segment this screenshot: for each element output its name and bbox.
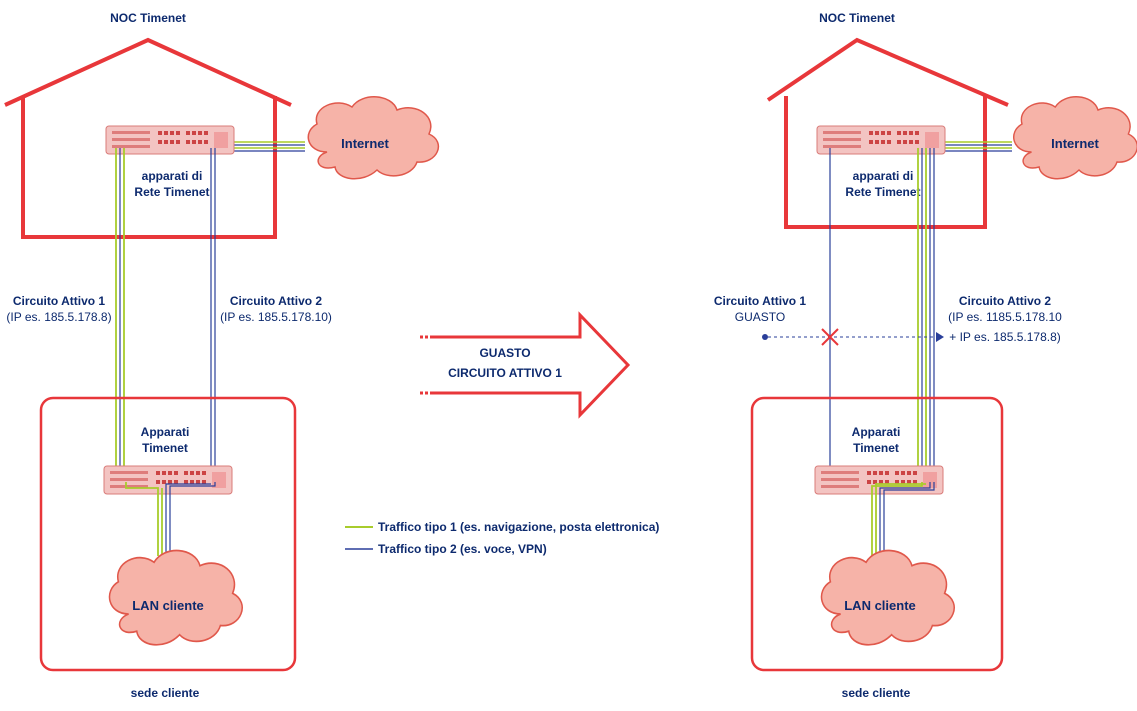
- lan-cloud: LAN cliente: [820, 549, 956, 646]
- left-scene: NOC Timenet Internet apparati di Rete Ti…: [4, 11, 440, 700]
- internet-cloud: Internet: [1012, 96, 1137, 180]
- circuit-1-title: Circuito Attivo 1: [13, 294, 106, 308]
- circuit-1-detail: (IP es. 185.5.178.8): [6, 310, 111, 324]
- client-devices-line1: Apparati: [852, 425, 901, 439]
- client-site-box: [39, 396, 297, 672]
- lan-label: LAN cliente: [132, 598, 204, 613]
- internet-links: [938, 141, 1012, 152]
- circuit-1-title: Circuito Attivo 1: [714, 294, 807, 308]
- circuit-2-title: Circuito Attivo 2: [230, 294, 323, 308]
- client-devices-line1: Apparati: [141, 425, 190, 439]
- noc-house-frame: [766, 37, 1009, 229]
- site-label: sede cliente: [131, 686, 200, 700]
- circuit-2-title: Circuito Attivo 2: [959, 294, 1052, 308]
- circuit-2-detail-extra: + IP es. 185.5.178.8): [949, 330, 1061, 344]
- network-devices-line1: apparati di: [853, 169, 914, 183]
- circuit-1-lines: [115, 148, 125, 478]
- circuit-2-lines: [917, 148, 935, 478]
- internet-links: [230, 141, 305, 152]
- failure-arrow: GUASTO CIRCUITO ATTIVO 1: [420, 311, 631, 419]
- legend-traffic-2: Traffico tipo 2 (es. voce, VPN): [378, 542, 547, 556]
- failure-x-icon: [821, 328, 839, 346]
- client-devices-line2: Timenet: [853, 441, 899, 455]
- internet-cloud: Internet: [307, 96, 440, 180]
- internet-label: Internet: [1051, 136, 1099, 151]
- lan-links: [871, 482, 935, 556]
- lan-label: LAN cliente: [844, 598, 916, 613]
- failure-line1: GUASTO: [479, 346, 530, 360]
- noc-title: NOC Timenet: [110, 11, 186, 25]
- circuit-1-status: GUASTO: [735, 310, 785, 324]
- lan-cloud: LAN cliente: [108, 549, 244, 646]
- legend-traffic-1: Traffico tipo 1 (es. navigazione, posta …: [378, 520, 659, 534]
- circuit-2-lines: [210, 148, 216, 478]
- circuit-2-detail: (IP es. 1185.5.178.10: [948, 310, 1062, 324]
- circuit-2-detail: (IP es. 185.5.178.10): [220, 310, 332, 324]
- network-devices-line1: apparati di: [142, 169, 203, 183]
- internet-label: Internet: [341, 136, 389, 151]
- client-devices-line2: Timenet: [142, 441, 188, 455]
- network-devices-line2: Rete Timenet: [845, 185, 920, 199]
- network-devices-line2: Rete Timenet: [134, 185, 209, 199]
- noc-house-frame: [4, 37, 292, 239]
- site-label: sede cliente: [842, 686, 911, 700]
- client-device: [103, 465, 233, 495]
- failover-indicator: [762, 328, 944, 346]
- right-scene: NOC Timenet Internet apparati di Rete Ti…: [714, 11, 1137, 700]
- lan-links: [125, 482, 216, 556]
- legend: Traffico tipo 1 (es. navigazione, posta …: [345, 520, 659, 556]
- noc-title: NOC Timenet: [819, 11, 895, 25]
- failure-line2: CIRCUITO ATTIVO 1: [448, 366, 562, 380]
- client-site-box: [750, 396, 1004, 672]
